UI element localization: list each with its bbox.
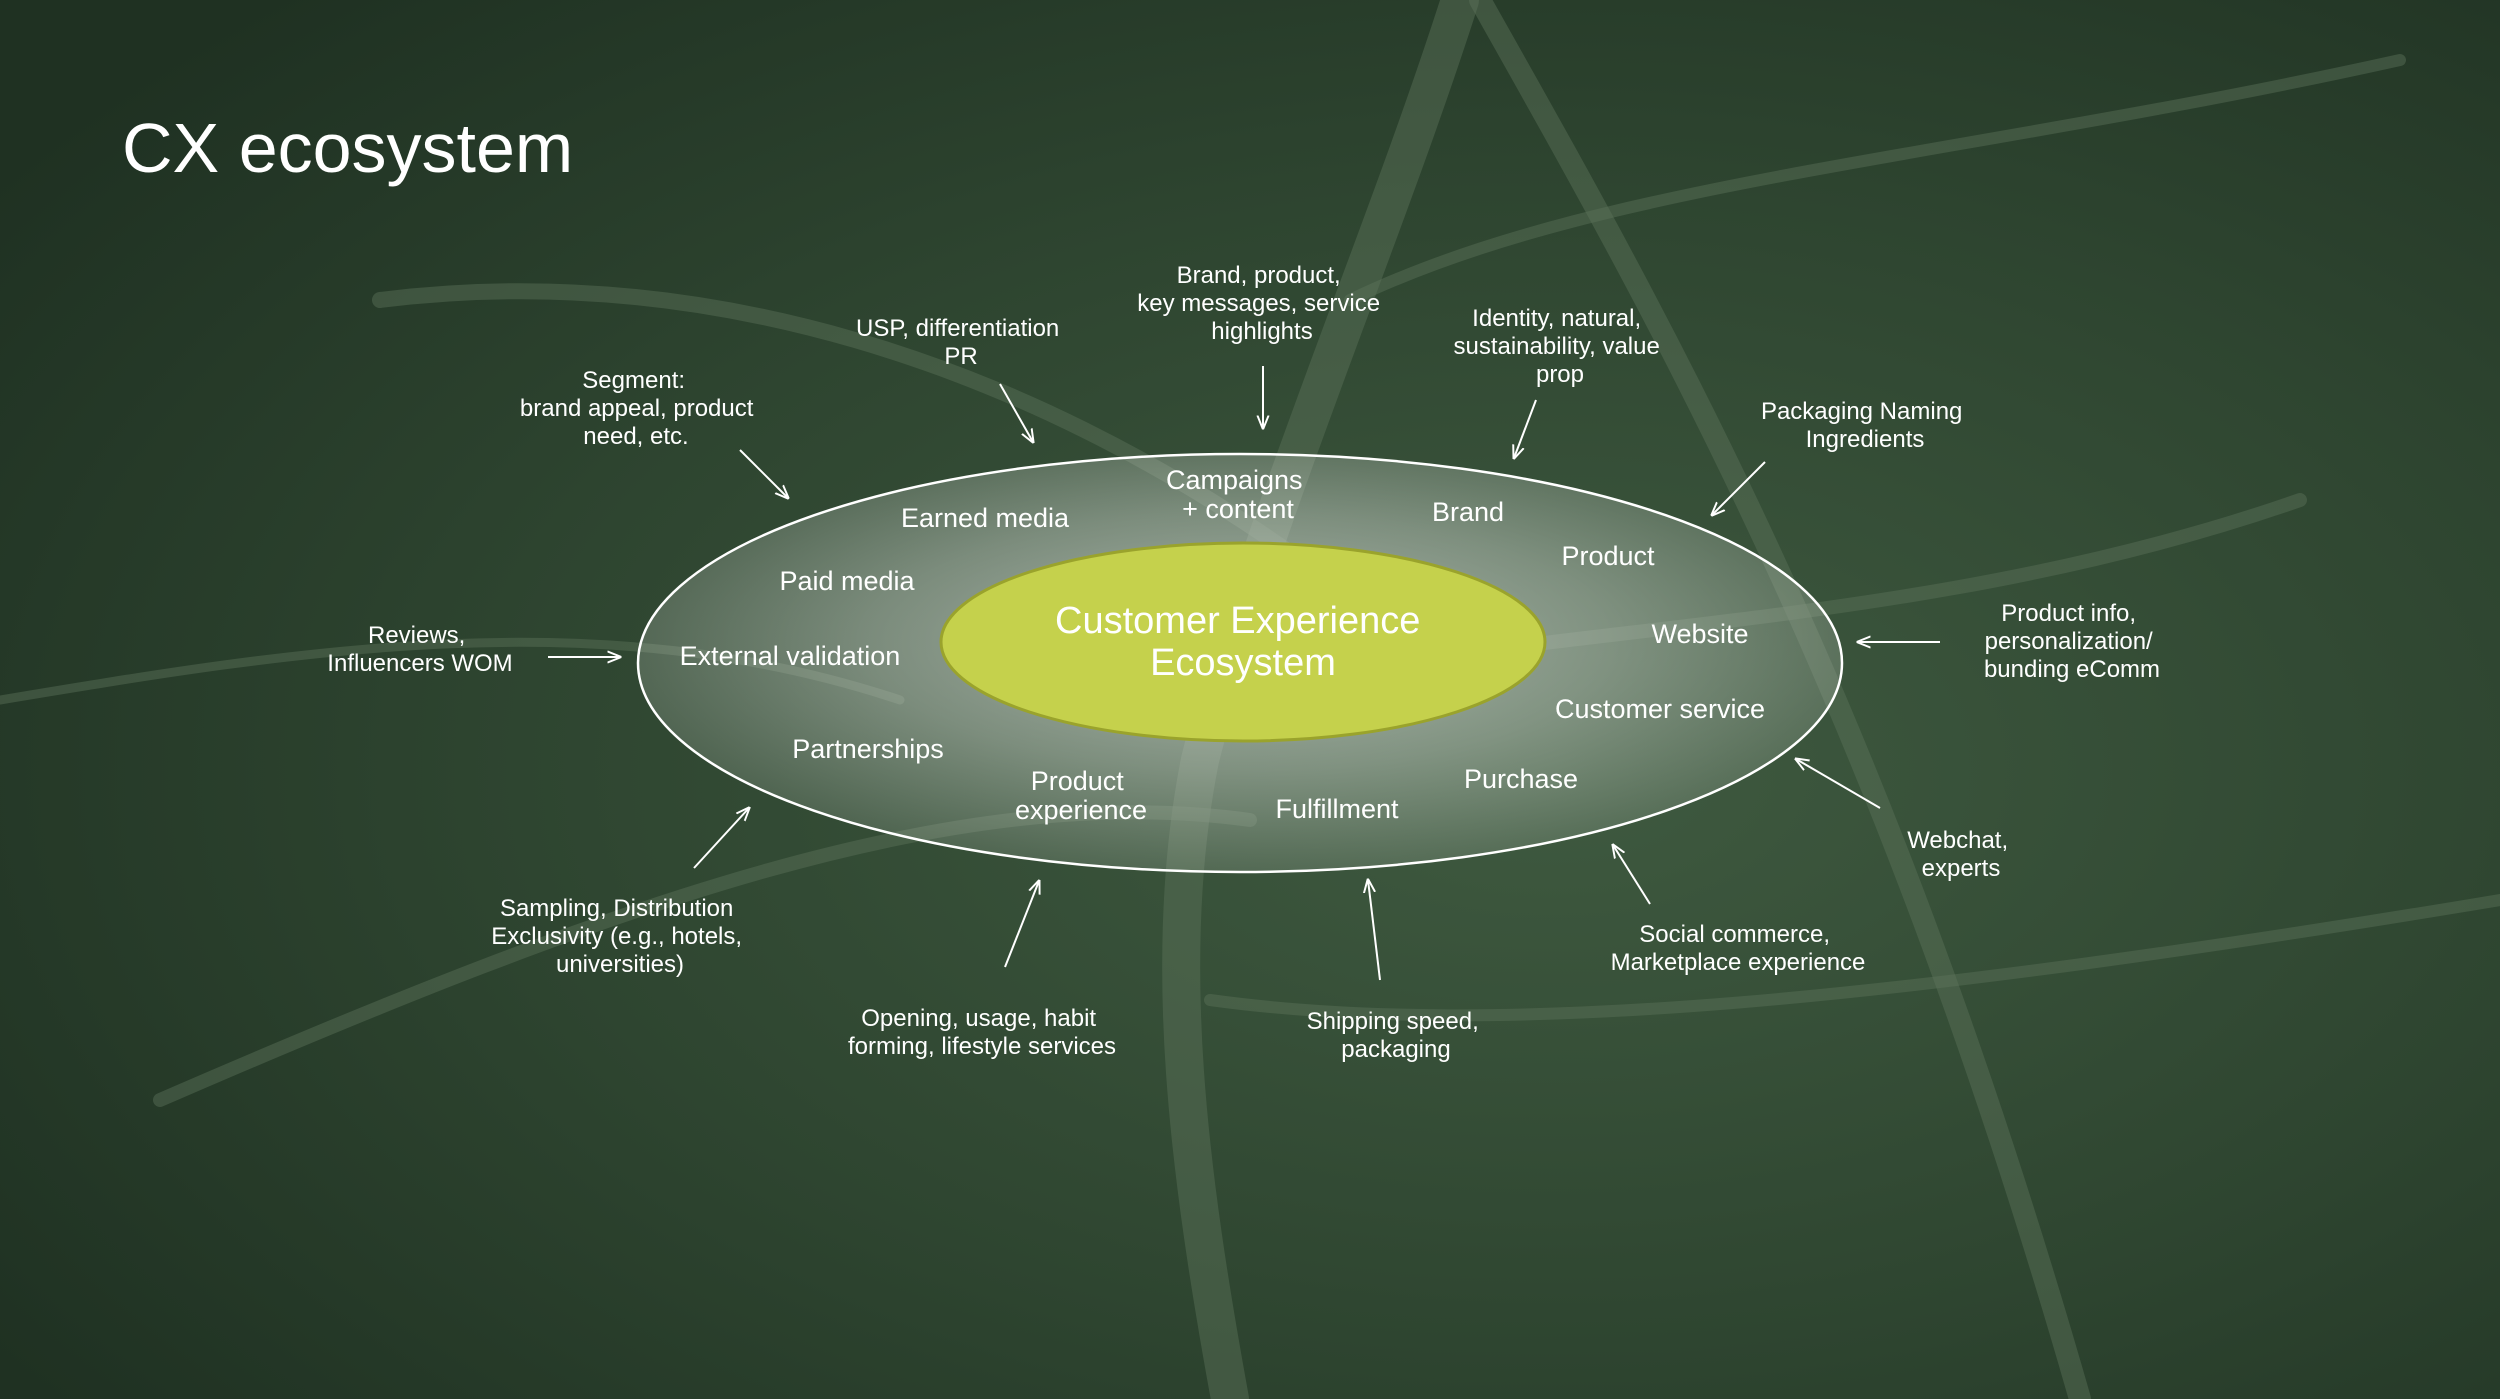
- annotation-line: key messages, service: [1137, 290, 1380, 317]
- annotation-line: sustainability, value: [1453, 333, 1659, 360]
- annotation-line: packaging: [1341, 1036, 1450, 1063]
- arrow: [999, 383, 1033, 442]
- arrow: [1368, 880, 1381, 981]
- center-label-line: Ecosystem: [1150, 642, 1336, 684]
- annotation-line: experts: [1922, 855, 2001, 882]
- center-ellipse: [939, 541, 1547, 743]
- arrow: [1514, 399, 1537, 458]
- annotation-line: Ingredients: [1806, 426, 1925, 453]
- arrow: [693, 808, 749, 869]
- annotation-identity: Identity, natural, sustainability, value…: [1453, 305, 1666, 388]
- input-annotations: Brand, product, key messages, service hi…: [327, 262, 2160, 1063]
- center-label: Customer Experience Ecosystem: [1055, 600, 1431, 684]
- ring-labels: Earned media Campaigns + content Brand P…: [680, 465, 1765, 825]
- annotation-line: bunding eComm: [1984, 656, 2160, 683]
- arrow: [1796, 759, 1881, 809]
- annotation-line: Reviews,: [368, 622, 465, 649]
- annotation-packaging: Packaging Naming Ingredients: [1761, 398, 1969, 453]
- annotation-segment: Segment: brand appeal, product need, etc…: [520, 367, 760, 450]
- ring-label-line: Product: [1031, 766, 1125, 796]
- annotation-product-info: Product info, personalization/ bunding e…: [1984, 600, 2160, 683]
- annotation-line: universities): [556, 951, 684, 978]
- annotation-webchat: Webchat, experts: [1907, 827, 2015, 882]
- annotation-brand-product: Brand, product, key messages, service hi…: [1137, 262, 1386, 345]
- ring-label-brand: Brand: [1432, 497, 1504, 527]
- ring-label-website: Website: [1651, 619, 1748, 649]
- annotation-line: Social commerce,: [1639, 921, 1830, 948]
- annotation-social-commerce: Social commerce, Marketplace experience: [1611, 921, 1866, 976]
- annotation-line: Influencers WOM: [327, 650, 512, 677]
- ring-label-customer-service: Customer service: [1555, 694, 1765, 724]
- annotation-line: Exclusivity (e.g., hotels,: [491, 923, 742, 950]
- annotation-line: Shipping speed,: [1307, 1008, 1479, 1035]
- annotation-line: Marketplace experience: [1611, 949, 1866, 976]
- arrow: [1004, 881, 1039, 968]
- input-arrows: [548, 366, 1940, 981]
- ring-label-earned-media: Earned media: [901, 503, 1070, 533]
- ring-label-external-validation: External validation: [680, 641, 901, 671]
- annotation-reviews: Reviews, Influencers WOM: [327, 622, 512, 677]
- ring-label-line: Campaigns: [1166, 465, 1303, 495]
- annotation-line: Identity, natural,: [1472, 305, 1641, 332]
- annotation-shipping: Shipping speed, packaging: [1307, 1008, 1486, 1063]
- annotation-line: need, etc.: [583, 423, 688, 450]
- ring-label-purchase: Purchase: [1464, 764, 1578, 794]
- annotation-line: prop: [1536, 361, 1584, 388]
- ring-label-fulfillment: Fulfillment: [1275, 794, 1399, 824]
- annotation-line: Packaging Naming: [1761, 398, 1962, 425]
- annotation-line: brand appeal, product: [520, 395, 754, 422]
- annotation-line: Opening, usage, habit: [861, 1005, 1096, 1032]
- slide-title: CX ecosystem: [122, 109, 574, 187]
- ring-label-campaigns: Campaigns + content: [1166, 465, 1310, 524]
- annotation-line: Segment:: [582, 367, 685, 394]
- annotation-sampling: Sampling, Distribution Exclusivity (e.g.…: [491, 895, 748, 978]
- ring-label-line: experience: [1015, 795, 1147, 825]
- ring-label-partnerships: Partnerships: [792, 734, 944, 764]
- arrow: [739, 449, 788, 498]
- ring-label-product: Product: [1561, 541, 1655, 571]
- annotation-line: Webchat,: [1907, 827, 2008, 854]
- annotation-line: Sampling, Distribution: [500, 895, 733, 922]
- ring-label-paid-media: Paid media: [779, 566, 915, 596]
- arrow: [1712, 461, 1766, 515]
- annotation-line: highlights: [1211, 318, 1312, 345]
- annotation-opening: Opening, usage, habit forming, lifestyle…: [848, 1005, 1116, 1060]
- arrow: [1613, 845, 1651, 905]
- ring-label-product-experience: Product experience: [1015, 766, 1147, 825]
- ring-label-line: + content: [1182, 494, 1294, 524]
- annotation-line: personalization/: [1985, 628, 2153, 655]
- annotation-line: USP, differentiation: [856, 315, 1059, 342]
- annotation-line: PR: [944, 343, 977, 370]
- center-label-line: Customer Experience: [1055, 600, 1420, 642]
- annotation-line: forming, lifestyle services: [848, 1033, 1116, 1060]
- annotation-line: Product info,: [2001, 600, 2136, 627]
- annotation-line: Brand, product,: [1177, 262, 1341, 289]
- annotation-usp: USP, differentiation PR: [856, 315, 1066, 370]
